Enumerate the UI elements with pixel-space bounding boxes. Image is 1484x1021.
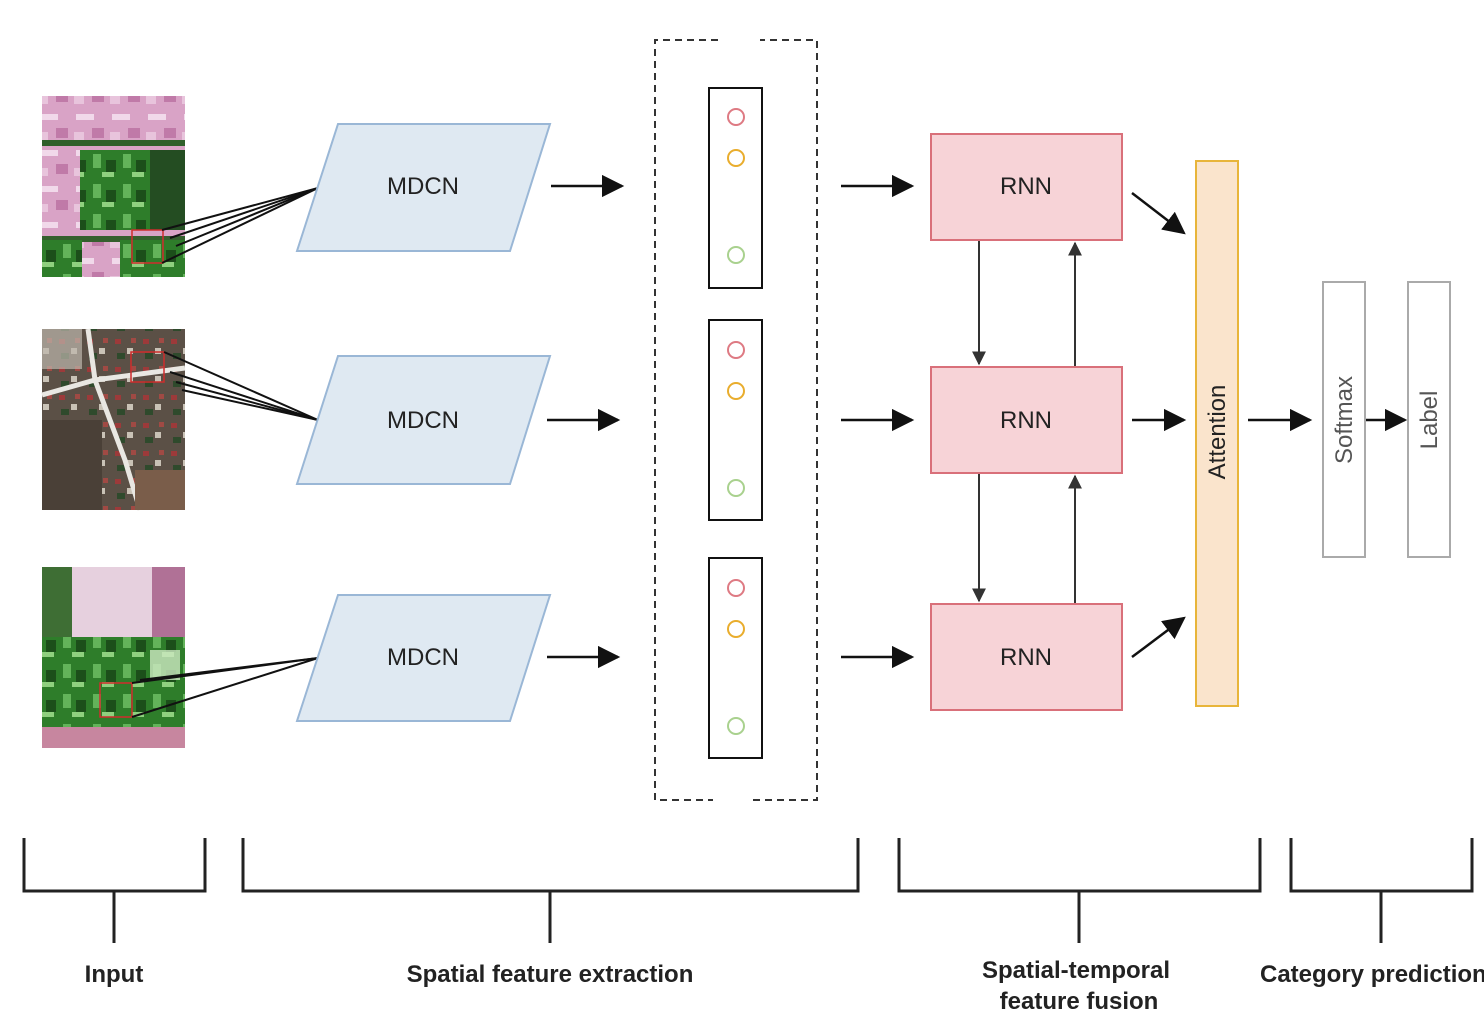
stage-label-spatial: Spatial feature extraction xyxy=(407,961,694,988)
feature-dot-green xyxy=(727,479,745,497)
feature-dot-green xyxy=(727,717,745,735)
mdcn-parallelogram xyxy=(295,123,552,252)
rnn-recurrent-arrows xyxy=(972,241,1082,603)
rnn-block-2: RNN xyxy=(930,366,1123,474)
stage-label-fusion-line2: feature fusion xyxy=(1000,988,1159,1015)
mdcn-parallelogram xyxy=(295,355,552,485)
mdcn-label: MDCN xyxy=(387,173,459,200)
attention-block: Attention xyxy=(1195,160,1239,707)
stage-label-input: Input xyxy=(85,961,144,988)
bracket-category xyxy=(1289,838,1474,943)
input-image-3 xyxy=(42,567,185,748)
softmax-box xyxy=(1322,281,1366,558)
stage-label-category: Category prediction xyxy=(1260,961,1484,988)
input-image-2 xyxy=(41,328,186,511)
rnn-label: RNN xyxy=(1000,407,1052,434)
feature-vector-1 xyxy=(708,87,763,289)
bracket-spatial xyxy=(241,838,860,943)
roi-box xyxy=(130,351,165,383)
feature-vector-3 xyxy=(708,557,763,759)
bracket-fusion xyxy=(897,838,1262,943)
attention-arrows xyxy=(1131,192,1187,658)
feature-dot-red xyxy=(727,108,745,126)
mdcn-label: MDCN xyxy=(387,407,459,434)
feature-dot-orange xyxy=(727,149,745,167)
mdcn-parallelogram xyxy=(295,594,552,722)
rnn-label: RNN xyxy=(1000,173,1052,200)
mdcn-block-2: MDCN xyxy=(295,355,552,485)
rnn-box xyxy=(930,133,1123,241)
mdcn-label: MDCN xyxy=(387,644,459,671)
rnn-block-1: RNN xyxy=(930,133,1123,241)
mdcn-arrows xyxy=(547,174,625,669)
mdcn-block-1: MDCN xyxy=(295,123,552,252)
softmax-block: Softmax xyxy=(1322,281,1366,558)
feature-dot-orange xyxy=(727,620,745,638)
feature-container xyxy=(654,39,818,801)
feature-dot-red xyxy=(727,341,745,359)
feature-arrows xyxy=(841,174,915,669)
roi-lines xyxy=(131,187,319,718)
rnn-label: RNN xyxy=(1000,644,1052,671)
feature-dot-red xyxy=(727,579,745,597)
stage-label-fusion-line1: Spatial-temporal xyxy=(982,957,1170,984)
feature-dot-green xyxy=(727,246,745,264)
roi-box xyxy=(131,229,164,264)
attention-box xyxy=(1195,160,1239,707)
rnn-block-3: RNN xyxy=(930,603,1123,711)
label-box xyxy=(1407,281,1451,558)
roi-box xyxy=(99,682,133,718)
label-label: Label xyxy=(1416,391,1443,450)
label-block: Label xyxy=(1407,281,1451,558)
attention-label: Attention xyxy=(1204,385,1231,480)
feature-dot-orange xyxy=(727,382,745,400)
rnn-box xyxy=(930,603,1123,711)
input-image-1 xyxy=(42,96,185,277)
rnn-box xyxy=(930,366,1123,474)
softmax-label: Softmax xyxy=(1331,376,1358,464)
mdcn-block-3: MDCN xyxy=(295,594,552,722)
bracket-input xyxy=(22,838,207,943)
stage-brackets xyxy=(22,838,1474,943)
feature-vector-2 xyxy=(708,319,763,521)
